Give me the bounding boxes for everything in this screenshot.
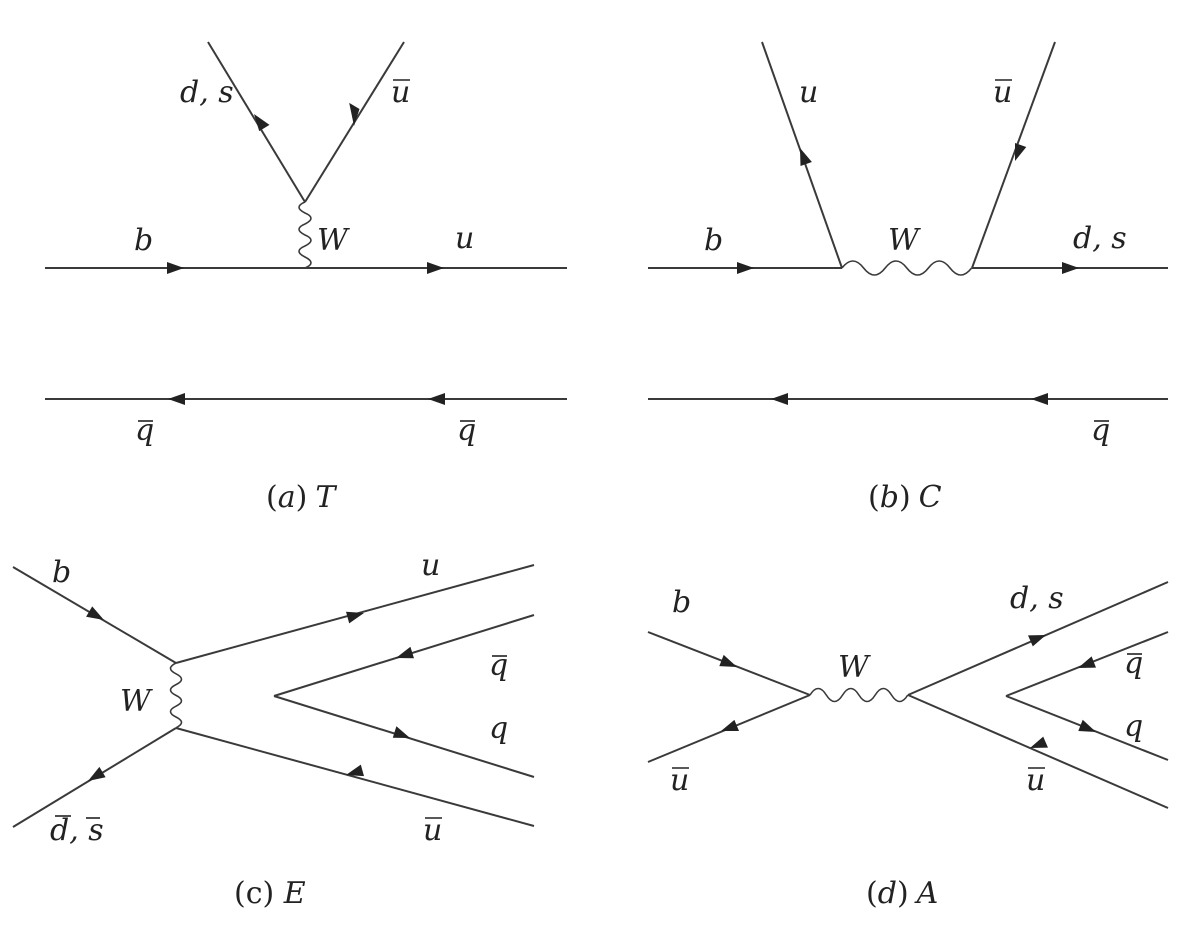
caption-d: (d)A [866, 876, 938, 911]
caption-a-prefix: ( [266, 480, 278, 515]
caption-a-suffix: ) [296, 480, 308, 515]
label-u: u [455, 221, 474, 256]
label-b: b [672, 585, 691, 620]
w-boson-propagator [169, 662, 183, 729]
caption-b-prefix: ( [868, 480, 880, 515]
label-w: W [120, 684, 153, 719]
label-ds: d, s [1010, 581, 1064, 616]
ubar-quark-line [175, 727, 535, 827]
arrow-b-quark [737, 262, 754, 274]
arrow-b-quark [86, 606, 104, 620]
arrow-q-quark [1078, 719, 1096, 732]
panel-a-tree: b u d, s u W q q (a)T [45, 41, 567, 515]
label-u: u [421, 548, 440, 583]
label-sep: , [69, 813, 88, 848]
caption-d-letter: d [878, 876, 897, 911]
label-ubar-right: u [1026, 763, 1045, 798]
label-qbar-right: q [457, 413, 476, 448]
arrow-q-quark [392, 726, 410, 738]
caption-d-prefix: ( [866, 876, 878, 911]
arrow-ubar-left [721, 719, 739, 731]
panel-b-color-suppressed: b u u W d, s q (b)C [648, 41, 1168, 515]
label-sbar: s [88, 813, 103, 848]
label-qbar: q [489, 648, 508, 683]
caption-a-name: T [315, 480, 337, 515]
arrow-qbar-quark [396, 646, 414, 659]
label-dbar-sbar: d, s [50, 813, 104, 848]
arrow-dbar-sbar [88, 766, 106, 781]
caption-c: (c) E [234, 876, 306, 911]
label-q: q [489, 711, 508, 746]
arrow-ds-quark [254, 114, 270, 132]
w-boson-propagator [298, 201, 312, 269]
arrow-u-quark [800, 148, 812, 166]
label-b: b [704, 223, 723, 258]
caption-a: (a)T [266, 480, 337, 515]
arrow-ubar-quark [349, 102, 360, 126]
w-boson-propagator [841, 260, 973, 276]
arrow-qbar-quark [1078, 656, 1096, 668]
label-qbar: q [1124, 646, 1143, 681]
caption-d-suffix: ) [897, 876, 909, 911]
label-ubar-left: u [670, 763, 689, 798]
arrow-u-quark [346, 611, 364, 624]
label-w: W [888, 223, 921, 258]
arrow-spectator-right [1031, 393, 1048, 405]
label-w: W [838, 650, 871, 685]
label-q: q [1124, 709, 1143, 744]
label-ubar: u [391, 75, 410, 110]
arrow-spectator-left [771, 393, 788, 405]
caption-b-suffix: ) [899, 480, 911, 515]
arrow-u-quark [427, 262, 444, 274]
caption-b: (b)C [868, 480, 942, 515]
label-ubar: u [423, 813, 442, 848]
ubar-right-line [907, 694, 1169, 809]
arrow-spectator-right [428, 393, 445, 405]
caption-d-name: A [914, 876, 939, 911]
caption-c-prefix: (c) [234, 876, 284, 911]
arrow-ds-quark [1062, 262, 1079, 274]
arrow-ubar-right [1030, 736, 1048, 748]
label-ds: d, s [1073, 221, 1127, 256]
arrow-ubar-quark [1015, 143, 1027, 161]
label-dbar: d [50, 813, 69, 848]
caption-c-name: E [283, 876, 306, 911]
label-u: u [799, 75, 818, 110]
w-boson-propagator [809, 687, 909, 703]
caption-b-name: C [919, 480, 942, 515]
label-ds: d, s [180, 75, 234, 110]
arrow-b-quark [719, 654, 737, 667]
label-qbar: q [1091, 413, 1110, 448]
label-ubar: u [993, 75, 1012, 110]
arrow-ds-quark [1028, 635, 1046, 647]
label-w: W [317, 223, 350, 258]
panel-d-annihilation: b u W d, s q q u (d)A [647, 581, 1169, 911]
caption-a-letter: a [278, 480, 296, 515]
arrow-b-quark [167, 262, 184, 274]
arrow-ubar-quark [346, 764, 364, 777]
label-qbar-left: q [135, 413, 154, 448]
ubar-quark-line [971, 41, 1056, 269]
panel-c-exchange: b W d, s u q q u (c) E [12, 548, 535, 911]
arrow-spectator-left [168, 393, 185, 405]
caption-b-letter: b [880, 480, 899, 515]
label-b: b [134, 223, 153, 258]
label-b: b [52, 555, 71, 590]
